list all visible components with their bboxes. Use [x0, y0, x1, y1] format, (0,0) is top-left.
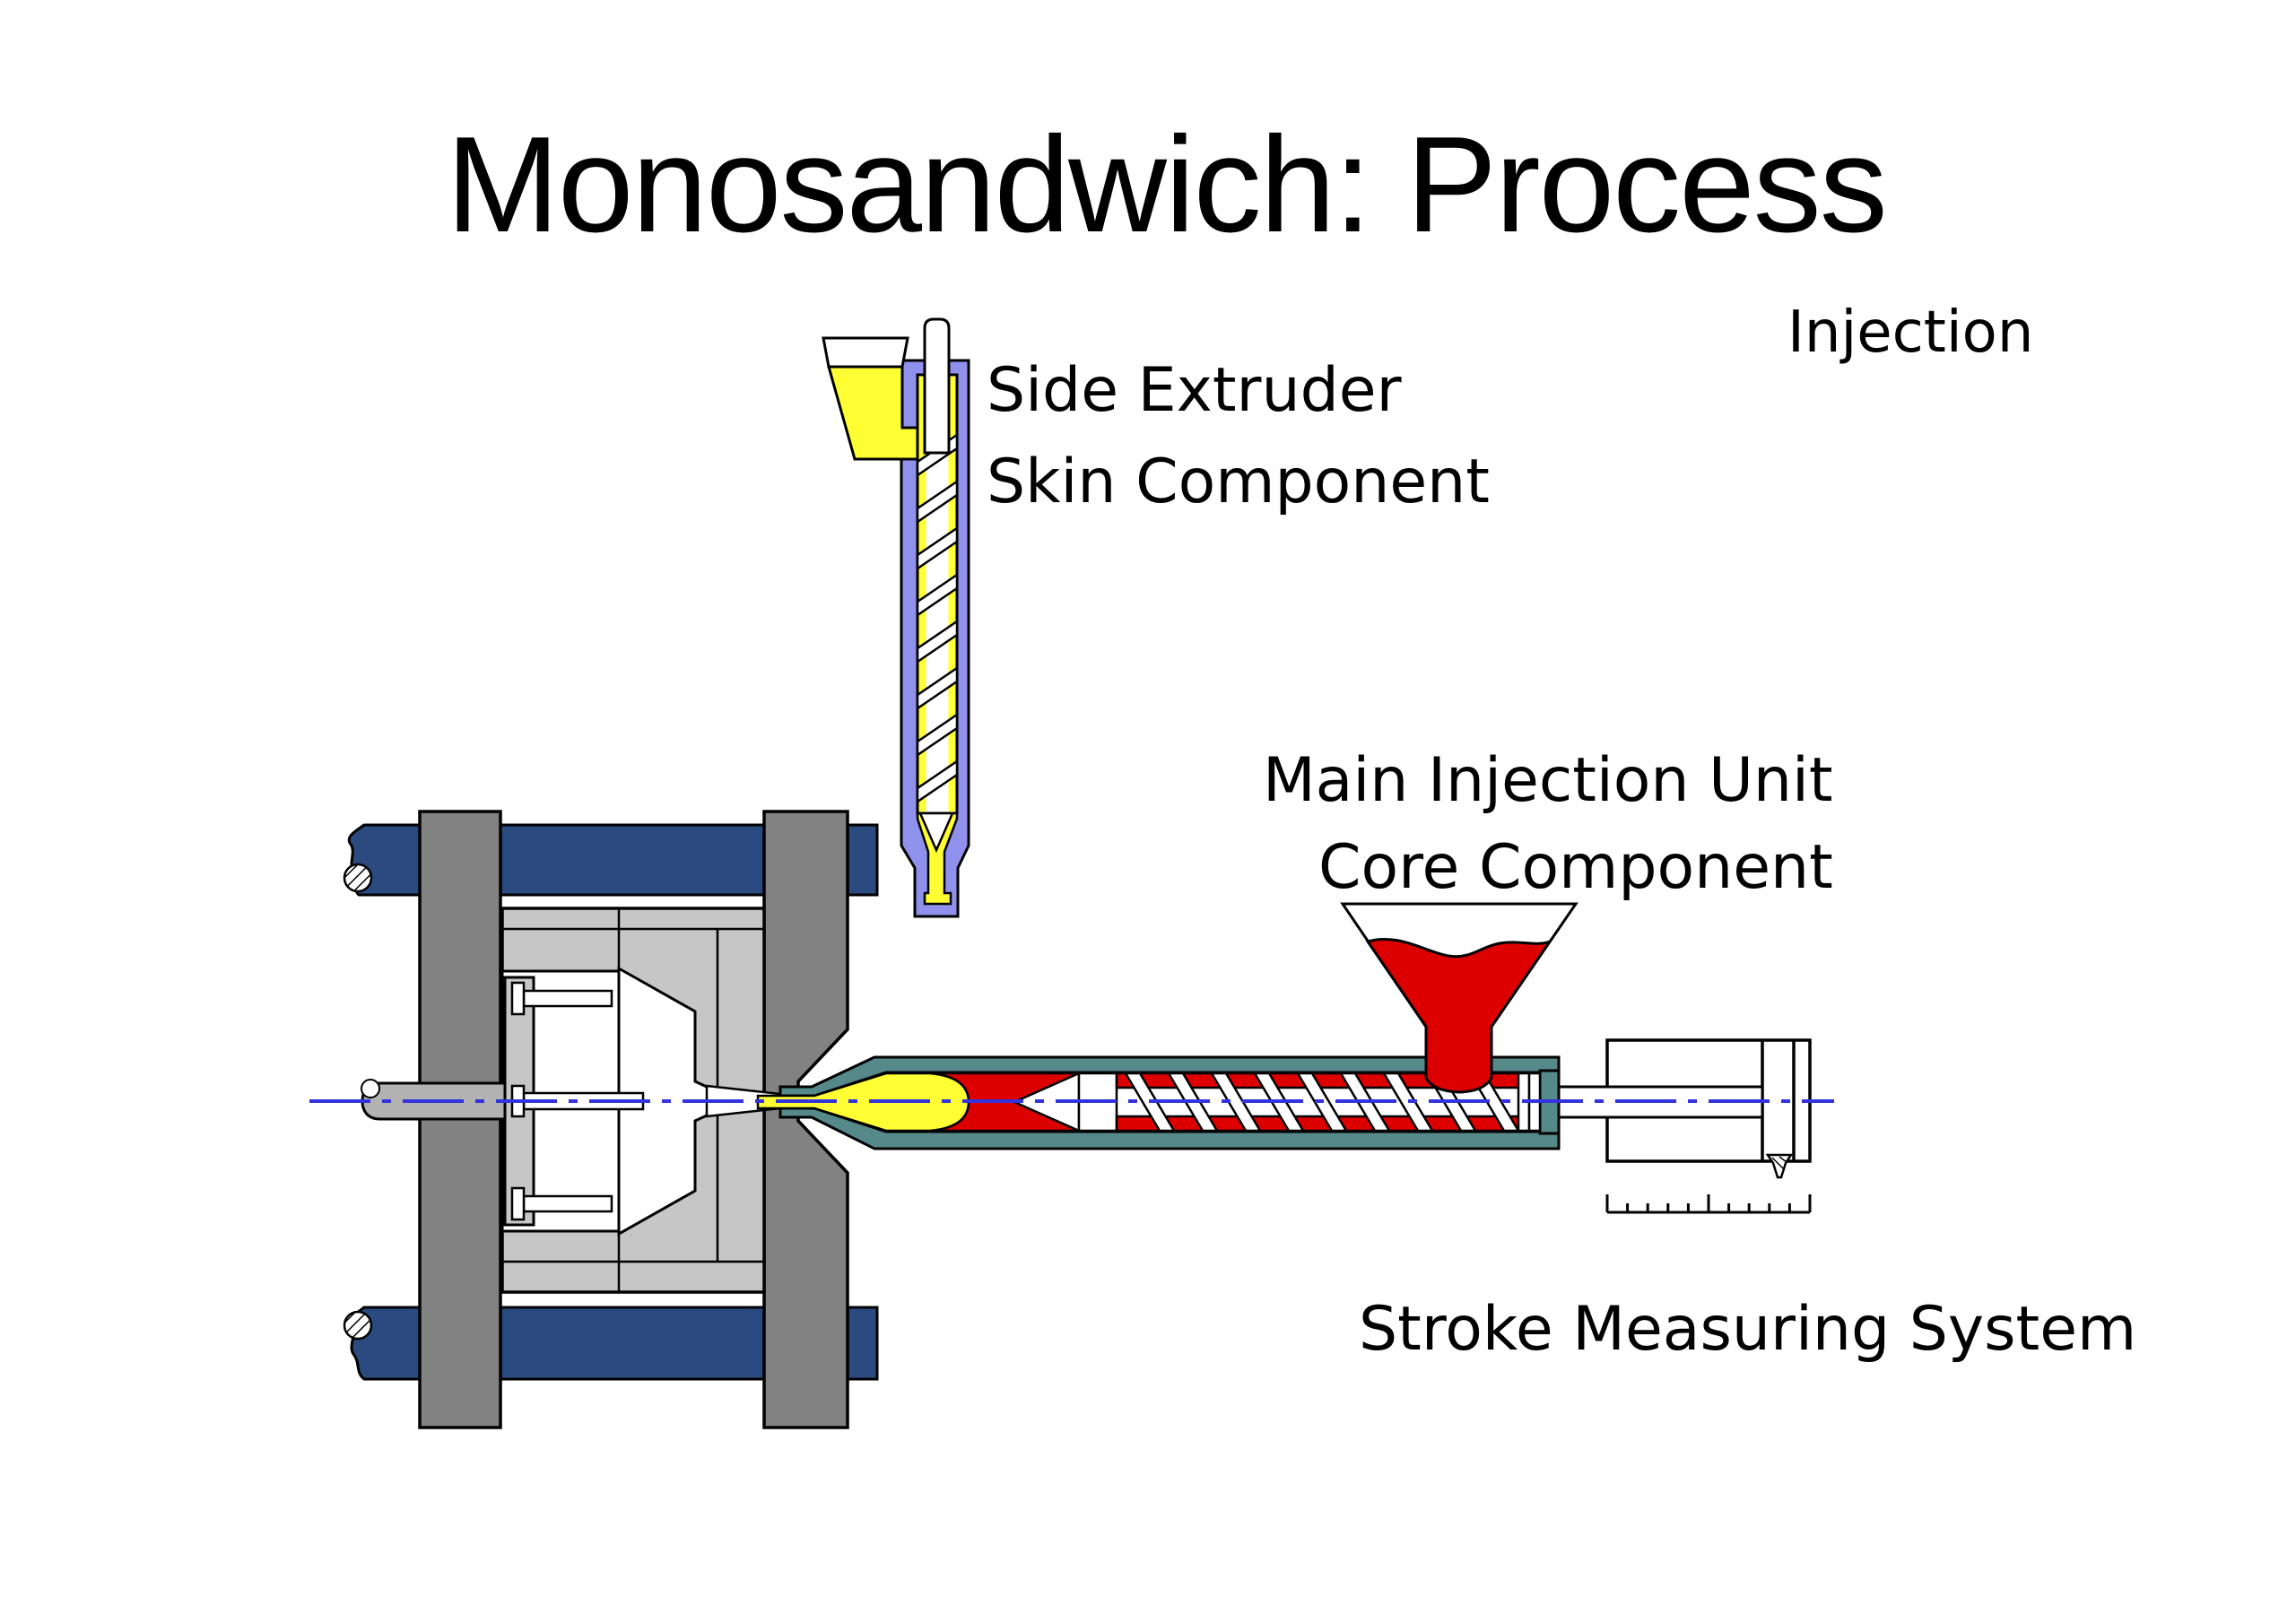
fixed-platen	[762, 810, 849, 1429]
side-extruder-screw-shaft	[923, 317, 951, 455]
label-injection: Injection	[1787, 299, 2033, 366]
side-extruder	[822, 317, 970, 918]
side-extruder-screw-tip	[918, 812, 954, 854]
label-side-extruder: Side Extruder	[987, 355, 1402, 426]
break-symbol-icon	[361, 1079, 380, 1098]
skin-melt-strip	[948, 377, 956, 812]
side-extruder-screw-flights	[916, 432, 959, 804]
label-skin-component: Skin Component	[987, 447, 1490, 517]
label-core-component: Core Component	[1318, 832, 1833, 903]
page-title: Monosandwich: Process	[446, 108, 1885, 261]
break-symbol-icon	[343, 863, 373, 893]
label-main-injection-unit: Main Injection Unit	[1263, 745, 1833, 816]
stroke-ruler	[1605, 1194, 1812, 1214]
label-stroke-measuring-system: Stroke Measuring System	[1359, 1294, 2136, 1365]
break-symbol-icon	[343, 1310, 373, 1341]
skin-melt-strip	[918, 377, 926, 812]
mold-seams	[502, 908, 764, 1292]
side-extruder-nozzle-melt	[916, 812, 959, 906]
hopper-skin	[822, 336, 919, 461]
stroke-pointer-icon	[1765, 1153, 1794, 1179]
hopper-core	[1340, 902, 1578, 1094]
